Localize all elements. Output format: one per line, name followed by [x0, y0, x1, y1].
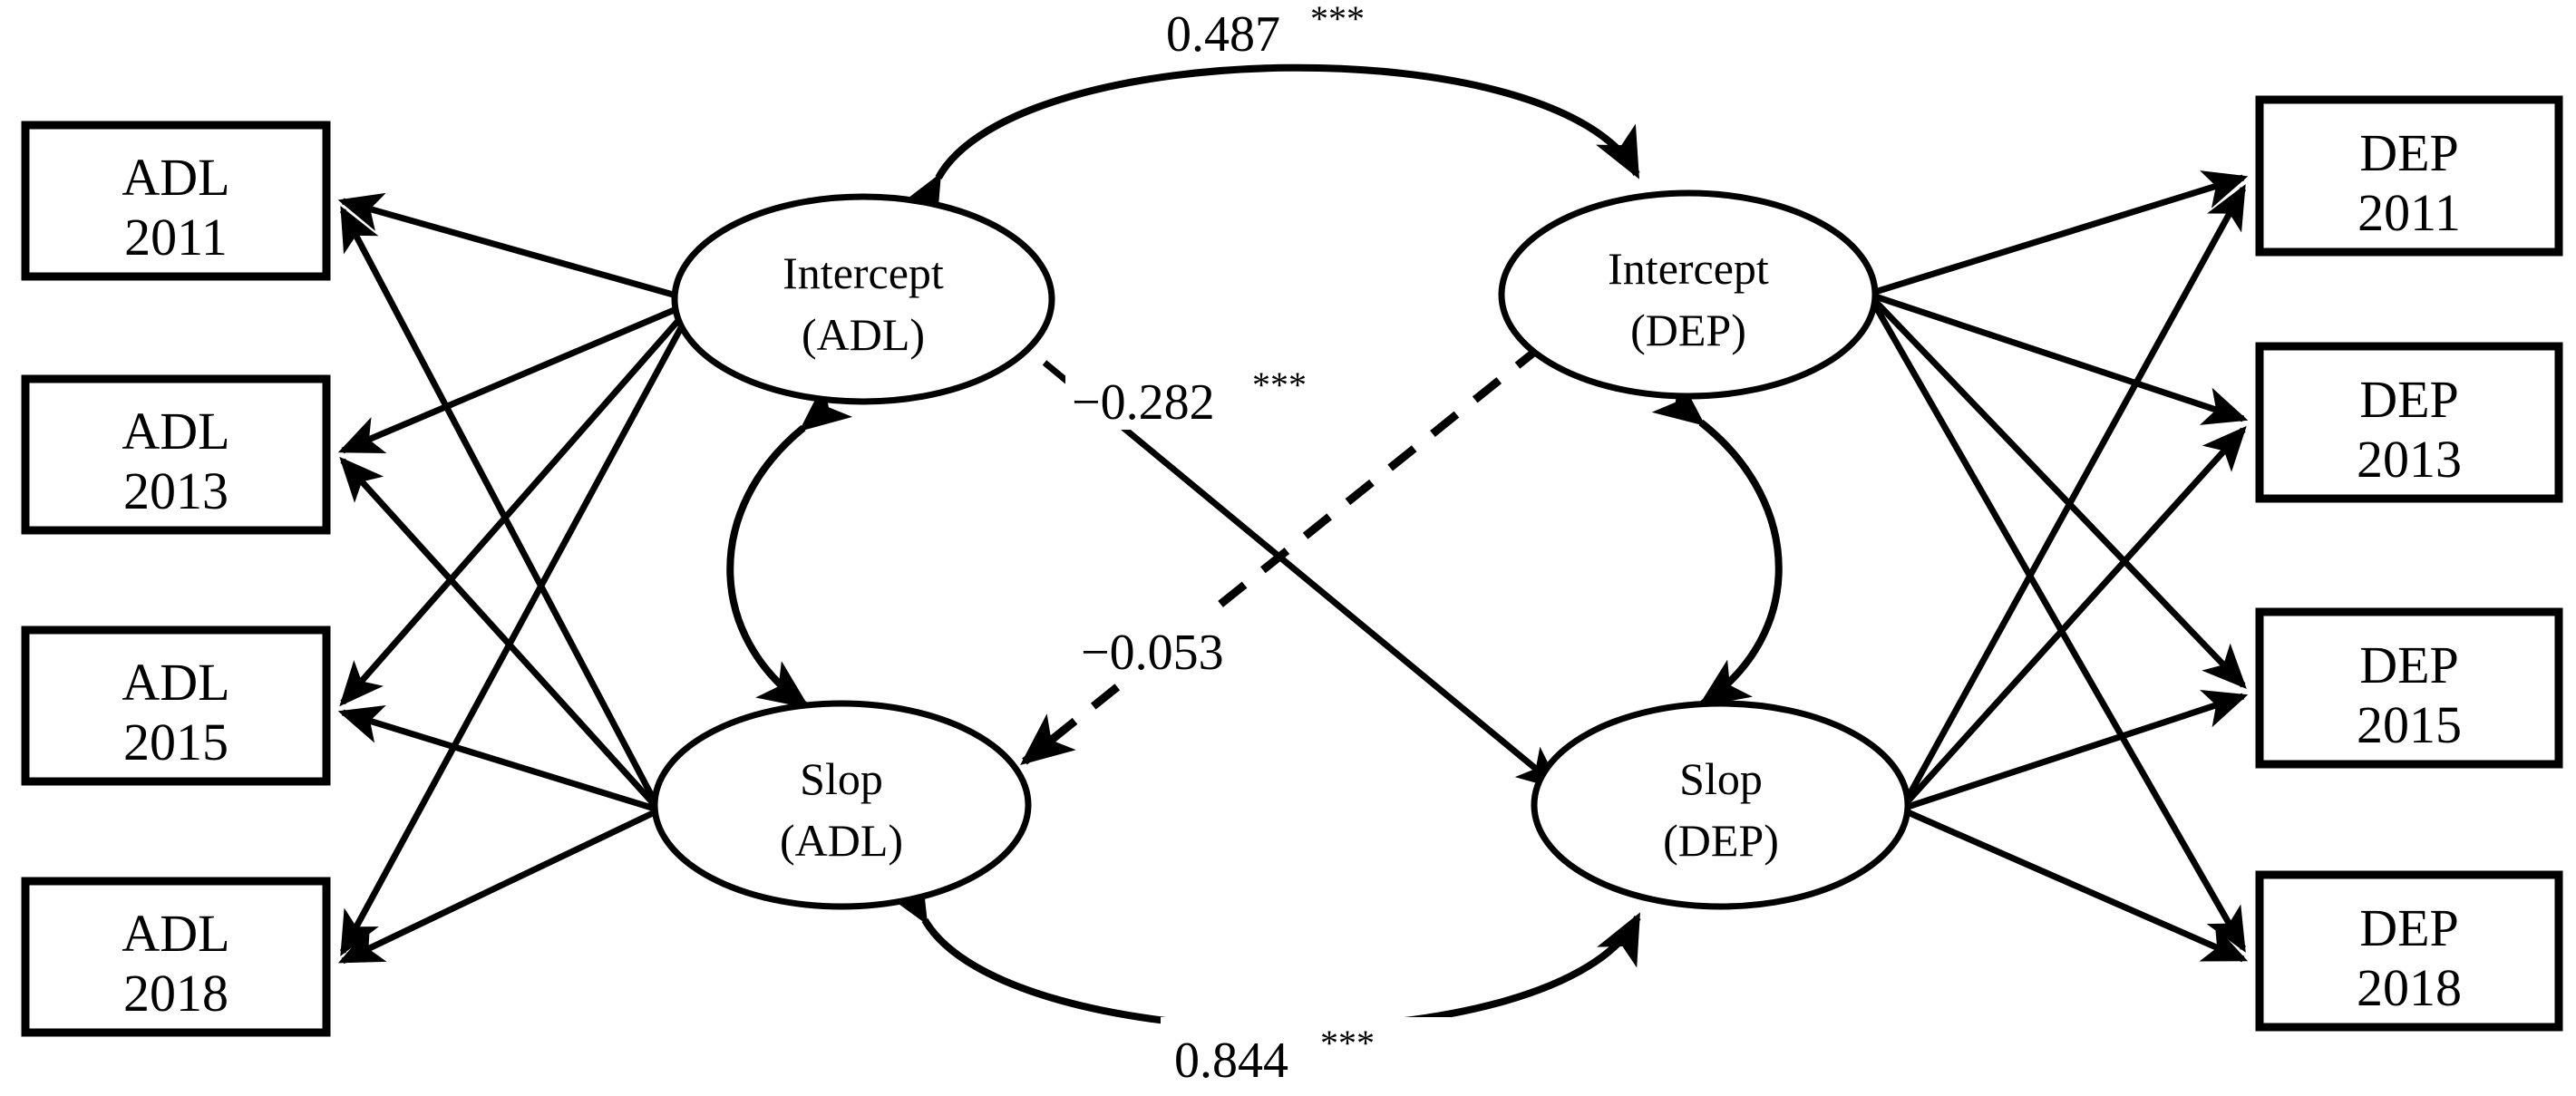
latent-label-line2: (DEP) — [1663, 815, 1779, 866]
loading-slop-adl-to-adl-2011 — [339, 206, 658, 803]
latent-label-line1: Intercept — [1608, 243, 1769, 294]
coefficient-label-upper-middle: −0.282 *** — [1065, 361, 1365, 431]
coefficient-significance-upper-middle: *** — [1252, 364, 1307, 405]
coefficient-value-lower-middle: −0.053 — [1081, 625, 1224, 681]
observed-label-line1: DEP — [2359, 898, 2459, 957]
observed-box-dep-2011: DEP 2011 — [2255, 95, 2563, 257]
loading-intercept-adl-to-adl-2018 — [339, 311, 693, 956]
loading-intercept-dep-to-dep-2018 — [1871, 304, 2247, 953]
ellipse-outline — [651, 700, 1032, 910]
loading-arrows-slop-adl — [337, 206, 658, 965]
covariance-intercept-adl-intercept-dep — [897, 63, 1640, 228]
observed-label-line1: ADL — [122, 402, 229, 461]
box-outline — [2255, 95, 2563, 257]
box-outline — [21, 877, 331, 1037]
latent-label-line2: (DEP) — [1630, 305, 1746, 355]
latent-node-slop-adl: Slop (ADL) — [651, 700, 1032, 910]
loading-slop-dep-to-dep-2015 — [1906, 689, 2249, 810]
latent-node-slop-dep: Slop (DEP) — [1531, 700, 1911, 910]
observed-box-adl-2013: ADL 2013 — [21, 374, 331, 535]
observed-label-line1: ADL — [122, 653, 229, 712]
label-backdrop — [1147, 0, 1428, 62]
observed-label-line2: 2015 — [2357, 695, 2462, 754]
box-outline — [2255, 607, 2563, 769]
path-intercept-adl-to-slop-dep — [1042, 360, 1562, 790]
observed-label-line2: 2013 — [123, 461, 228, 520]
label-backdrop — [1074, 609, 1337, 678]
loading-intercept-adl-to-adl-2015 — [339, 306, 692, 707]
observed-box-adl-2015: ADL 2015 — [21, 626, 331, 786]
observed-label-line2: 2011 — [2357, 183, 2461, 242]
box-outline — [21, 121, 331, 281]
coefficient-significance-bottom: *** — [1320, 1023, 1375, 1063]
loading-slop-adl-to-adl-2013 — [339, 456, 657, 808]
latent-label-line2: (ADL) — [780, 815, 903, 866]
observed-label-line2: 2013 — [2357, 430, 2462, 489]
loading-slop-dep-to-dep-2018 — [1906, 809, 2249, 963]
observed-label-line2: 2018 — [2357, 958, 2462, 1017]
box-outline — [2255, 870, 2563, 1032]
ellipse-outline — [1498, 189, 1879, 400]
loading-arrows-slop-dep — [1904, 184, 2249, 963]
coefficient-value-top: 0.487 — [1166, 6, 1280, 63]
path-intercept-dep-to-slop-adl — [1020, 343, 1544, 765]
loading-slop-adl-to-adl-2015 — [337, 705, 656, 812]
latent-label-line1: Slop — [800, 753, 883, 804]
loading-intercept-adl-to-adl-2011 — [337, 192, 690, 303]
observed-label-line1: DEP — [2359, 123, 2459, 182]
covariance-intercept-adl-slop-adl — [726, 382, 853, 709]
ellipse-outline — [1531, 700, 1911, 910]
box-outline — [2255, 342, 2563, 503]
observed-box-dep-2013: DEP 2013 — [2255, 342, 2563, 503]
observed-label-line1: DEP — [2359, 635, 2459, 694]
coefficient-significance-top: *** — [1310, 0, 1365, 39]
coefficient-label-top: 0.487 *** — [1147, 0, 1428, 63]
observed-box-adl-2018: ADL 2018 — [21, 877, 331, 1037]
observed-box-dep-2018: DEP 2018 — [2255, 870, 2563, 1032]
coefficient-label-lower-middle: −0.053 — [1074, 609, 1337, 681]
observed-label-line2: 2018 — [123, 964, 228, 1023]
latent-node-intercept-dep: Intercept (DEP) — [1498, 189, 1879, 400]
observed-label-line2: 2015 — [123, 713, 228, 771]
loading-slop-dep-to-dep-2013 — [1905, 425, 2247, 804]
loading-arrows-intercept-adl — [337, 192, 693, 956]
box-outline — [21, 626, 331, 786]
loading-intercept-dep-to-dep-2015 — [1872, 298, 2247, 690]
covariance-intercept-dep-slop-dep — [1651, 376, 1783, 707]
latent-label-line1: Intercept — [783, 247, 944, 298]
loading-intercept-adl-to-adl-2013 — [337, 300, 691, 454]
loading-slop-dep-to-dep-2011 — [1904, 184, 2247, 800]
label-backdrop — [1161, 1017, 1451, 1086]
covariance-slop-adl-slop-dep — [882, 869, 1641, 1032]
observed-label-line2: 2011 — [124, 208, 228, 267]
coefficient-label-bottom: 0.844 *** — [1161, 1017, 1451, 1089]
loading-intercept-dep-to-dep-2011 — [1873, 170, 2249, 296]
observed-label-line1: ADL — [122, 148, 229, 207]
coefficient-value-bottom: 0.844 — [1174, 1033, 1288, 1089]
observed-label-line1: DEP — [2359, 370, 2459, 429]
latent-node-intercept-adl: Intercept (ADL) — [671, 193, 1055, 405]
loading-intercept-dep-to-dep-2013 — [1873, 293, 2249, 425]
loading-slop-adl-to-adl-2018 — [337, 809, 656, 965]
label-backdrop — [1065, 361, 1365, 430]
observed-label-line1: ADL — [122, 904, 229, 963]
observed-box-adl-2011: ADL 2011 — [21, 121, 331, 281]
coefficient-value-upper-middle: −0.282 — [1072, 374, 1215, 431]
latent-label-line1: Slop — [1679, 753, 1763, 804]
observed-box-dep-2015: DEP 2015 — [2255, 607, 2563, 769]
loading-arrows-intercept-dep — [1871, 170, 2249, 953]
latent-label-line2: (ADL) — [802, 309, 925, 360]
ellipse-outline — [671, 193, 1055, 405]
box-outline — [21, 374, 331, 535]
